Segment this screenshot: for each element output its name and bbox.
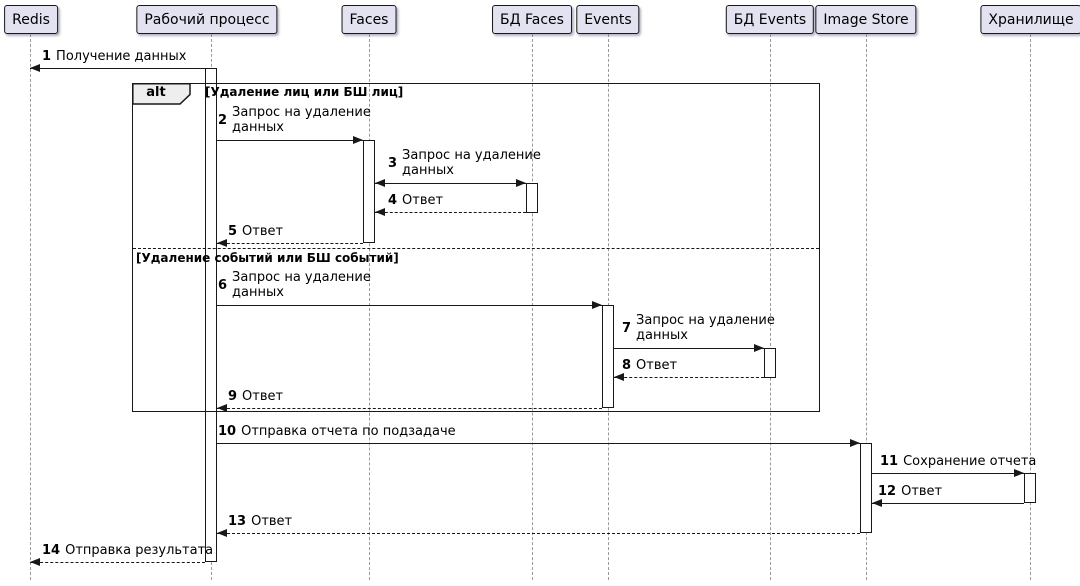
arrowhead-icon (375, 179, 385, 187)
alt-section-divider (133, 248, 819, 249)
arrowhead-icon (850, 439, 860, 447)
participant-image-store: Image Store (815, 5, 917, 34)
message-text: Запрос на удаление данных (636, 313, 775, 344)
message-number: 8 (622, 358, 632, 374)
arrowhead-icon (30, 558, 40, 566)
arrowhead-icon (217, 239, 227, 247)
message-line (872, 473, 1024, 474)
message-text: Запрос на удаление данных (402, 148, 541, 179)
participant-db-events: БД Events (725, 5, 815, 34)
message-number: 7 (622, 320, 632, 336)
participant-db-faces: БД Faces (492, 5, 572, 34)
message-text: Ответ (251, 514, 293, 529)
message-text: Сохранение отчета (903, 454, 1037, 469)
message-text: Запрос на удаление данных (232, 105, 371, 136)
lifeline-storage (1030, 34, 1031, 580)
message-line (217, 533, 860, 534)
alt-condition-2: [Удаление событий или БШ событий] (136, 251, 399, 265)
message-line (375, 212, 526, 213)
arrowhead-icon (592, 301, 602, 309)
message-text: Получение данных (56, 49, 187, 64)
message-text: Отправка отчета по подзадаче (241, 424, 456, 439)
lifeline-db-faces (532, 34, 533, 580)
arrowhead-icon (754, 344, 764, 352)
message-line (217, 443, 860, 444)
message-number: 1 (42, 49, 52, 65)
participant-worker: Рабочий процесс (136, 5, 278, 34)
message-number: 3 (388, 155, 398, 171)
message-line (30, 68, 205, 69)
message-text: Ответ (242, 389, 284, 404)
alt-condition-1: [Удаление лиц или БШ лиц] (205, 85, 404, 99)
arrowhead-icon (872, 499, 882, 507)
message-text: Запрос на удаление данных (232, 270, 371, 301)
lifeline-db-events (770, 34, 771, 580)
message-line (217, 408, 602, 409)
arrowhead-icon (353, 136, 363, 144)
message-line (217, 140, 363, 141)
arrowhead-icon (30, 64, 40, 72)
activation-db-events (764, 348, 776, 378)
message-text: Отправка результата (65, 543, 214, 558)
message-number: 4 (388, 193, 398, 209)
alt-tag-shape (132, 83, 191, 105)
activation-events (602, 305, 614, 408)
message-number: 13 (228, 514, 247, 530)
arrowhead-icon (516, 179, 526, 187)
message-line (217, 305, 602, 306)
message-number: 2 (218, 112, 228, 128)
activation-storage (1024, 473, 1036, 503)
message-number: 6 (218, 277, 228, 293)
message-number: 11 (880, 454, 899, 470)
participant-faces: Faces (341, 5, 397, 34)
arrowhead-icon (375, 208, 385, 216)
activation-worker (205, 68, 217, 562)
arrowhead-icon (217, 404, 227, 412)
message-text: Ответ (242, 224, 284, 239)
message-number: 5 (228, 224, 238, 240)
message-number: 14 (42, 543, 61, 559)
message-line (30, 562, 205, 563)
message-number: 12 (878, 484, 897, 500)
message-line (375, 183, 526, 184)
participant-redis: Redis (4, 5, 58, 34)
lifeline-redis (30, 34, 31, 580)
message-line (614, 348, 764, 349)
message-text: Ответ (901, 484, 943, 499)
message-text: Ответ (402, 193, 444, 208)
alt-frame: alt (132, 83, 820, 412)
activation-image-store (860, 443, 872, 533)
message-number: 9 (228, 389, 238, 405)
arrowhead-icon (1014, 469, 1024, 477)
alt-operator-label: alt (146, 85, 166, 100)
lifeline-image-store (866, 34, 867, 580)
message-line (872, 503, 1024, 504)
message-number: 10 (218, 424, 237, 440)
message-line (614, 377, 764, 378)
arrowhead-icon (217, 529, 227, 537)
activation-db-faces (526, 183, 538, 213)
message-line (217, 243, 363, 244)
arrowhead-icon (614, 373, 624, 381)
message-text: Ответ (636, 358, 678, 373)
lifeline-faces (369, 34, 370, 580)
participant-events: Events (576, 5, 640, 34)
participant-storage: Хранилище (980, 5, 1080, 34)
alt-operator-tag: alt (132, 83, 192, 105)
activation-faces (363, 140, 375, 243)
